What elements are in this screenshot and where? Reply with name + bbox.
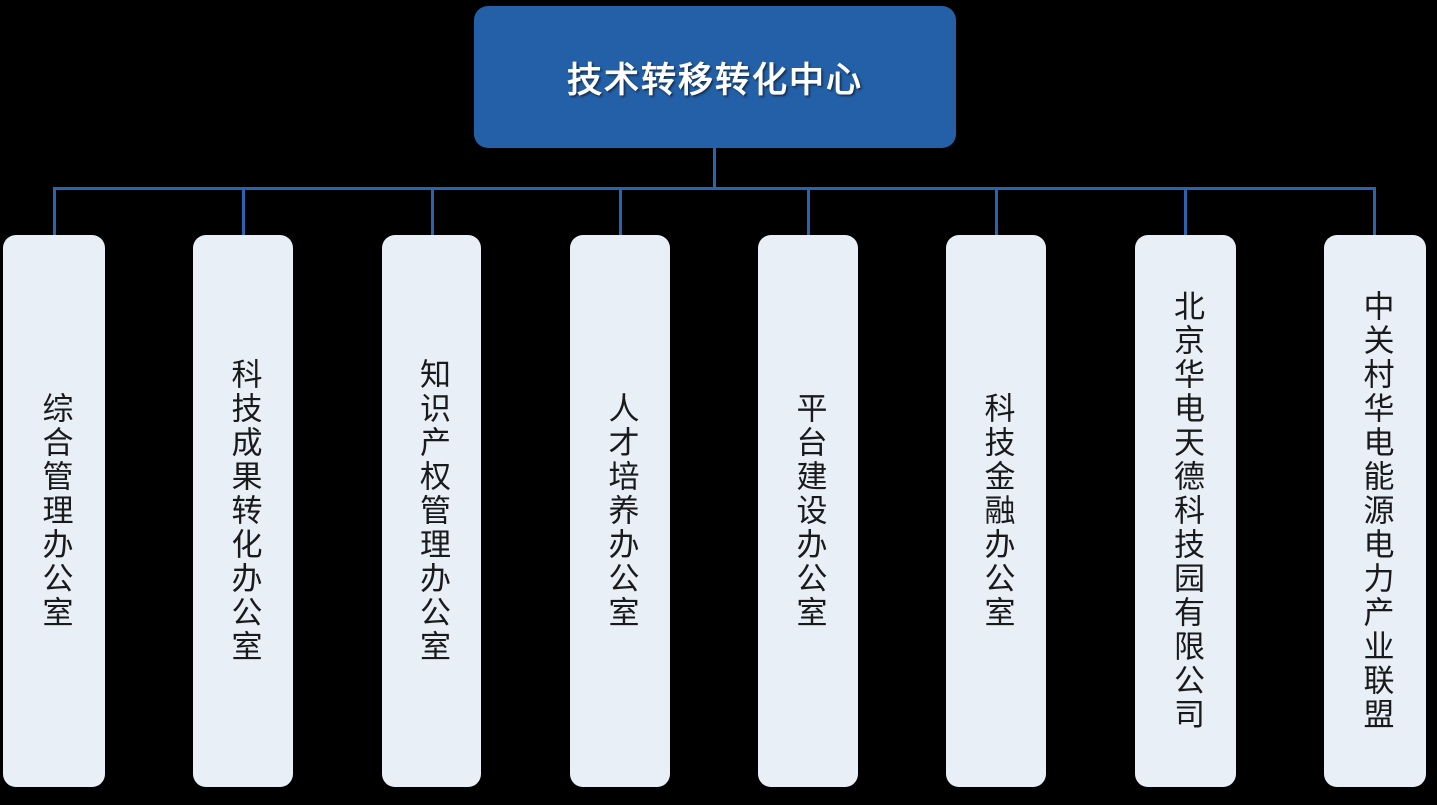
child-node-label: 知识产权管理办公室	[414, 358, 450, 664]
connector-root-stem	[713, 148, 716, 190]
connector-drop-5	[807, 187, 810, 235]
connector-drop-8	[1373, 187, 1376, 235]
child-node-8[interactable]: 中关村华电能源电力产业联盟	[1324, 235, 1426, 787]
child-node-label: 北京华电天德科技园有限公司	[1168, 290, 1204, 732]
child-node-label: 中关村华电能源电力产业联盟	[1358, 290, 1394, 732]
connector-drop-3	[431, 187, 434, 235]
child-node-1[interactable]: 综合管理办公室	[3, 235, 105, 787]
connector-horizontal-bus	[54, 187, 1375, 190]
connector-drop-2	[242, 187, 245, 235]
child-node-label: 科技金融办公室	[979, 392, 1015, 630]
child-node-5[interactable]: 平台建设办公室	[758, 235, 858, 787]
child-node-label: 综合管理办公室	[37, 392, 73, 630]
connector-drop-4	[619, 187, 622, 235]
child-node-7[interactable]: 北京华电天德科技园有限公司	[1135, 235, 1236, 787]
child-node-3[interactable]: 知识产权管理办公室	[382, 235, 481, 787]
child-node-label: 人才培养办公室	[603, 392, 639, 630]
child-node-4[interactable]: 人才培养办公室	[570, 235, 670, 787]
child-node-2[interactable]: 科技成果转化办公室	[193, 235, 293, 787]
child-node-6[interactable]: 科技金融办公室	[946, 235, 1046, 787]
child-node-label: 平台建设办公室	[791, 392, 827, 630]
connector-drop-7	[1184, 187, 1187, 235]
connector-drop-1	[53, 187, 56, 235]
connector-drop-6	[995, 187, 998, 235]
root-node-technology-transfer-center[interactable]: 技术转移转化中心	[474, 6, 956, 148]
child-node-label: 科技成果转化办公室	[226, 358, 262, 664]
root-node-label: 技术转移转化中心	[566, 60, 863, 100]
